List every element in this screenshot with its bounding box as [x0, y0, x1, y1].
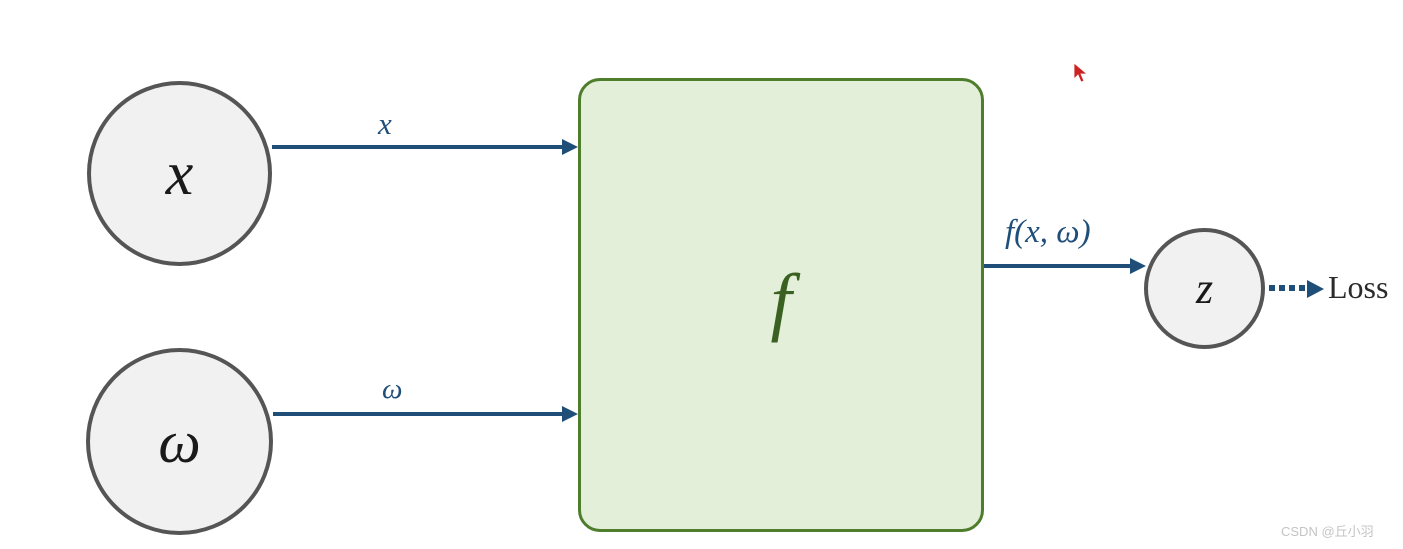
arrowhead-icon: [1307, 280, 1324, 298]
edge-x-label: x: [378, 106, 392, 141]
arrowhead-icon: [562, 406, 578, 422]
arrowhead-icon: [562, 139, 578, 155]
function-box: f: [578, 78, 984, 532]
dotted-segment: [1289, 285, 1295, 291]
edge-function-output-label: f(x, ω): [1005, 214, 1091, 250]
node-x-label: x: [165, 139, 194, 208]
dotted-segment: [1279, 285, 1285, 291]
loss-label: Loss: [1328, 269, 1389, 305]
dotted-segment: [1269, 285, 1275, 291]
node-x: x: [87, 81, 272, 266]
function-box-label: f: [770, 259, 792, 343]
edge-omega-label: ω: [382, 373, 403, 405]
dotted-segment: [1299, 285, 1305, 291]
edge-line: [273, 412, 564, 416]
edge-line: [272, 145, 564, 149]
mouse-cursor-icon: [1073, 62, 1089, 83]
edge-line: [984, 264, 1132, 268]
node-omega: ω: [86, 348, 273, 535]
node-omega-label: ω: [158, 408, 201, 475]
node-z-label: z: [1195, 263, 1214, 313]
node-z: z: [1144, 228, 1265, 349]
arrowhead-icon: [1130, 258, 1146, 274]
watermark: CSDN @丘小羽: [1281, 524, 1374, 539]
